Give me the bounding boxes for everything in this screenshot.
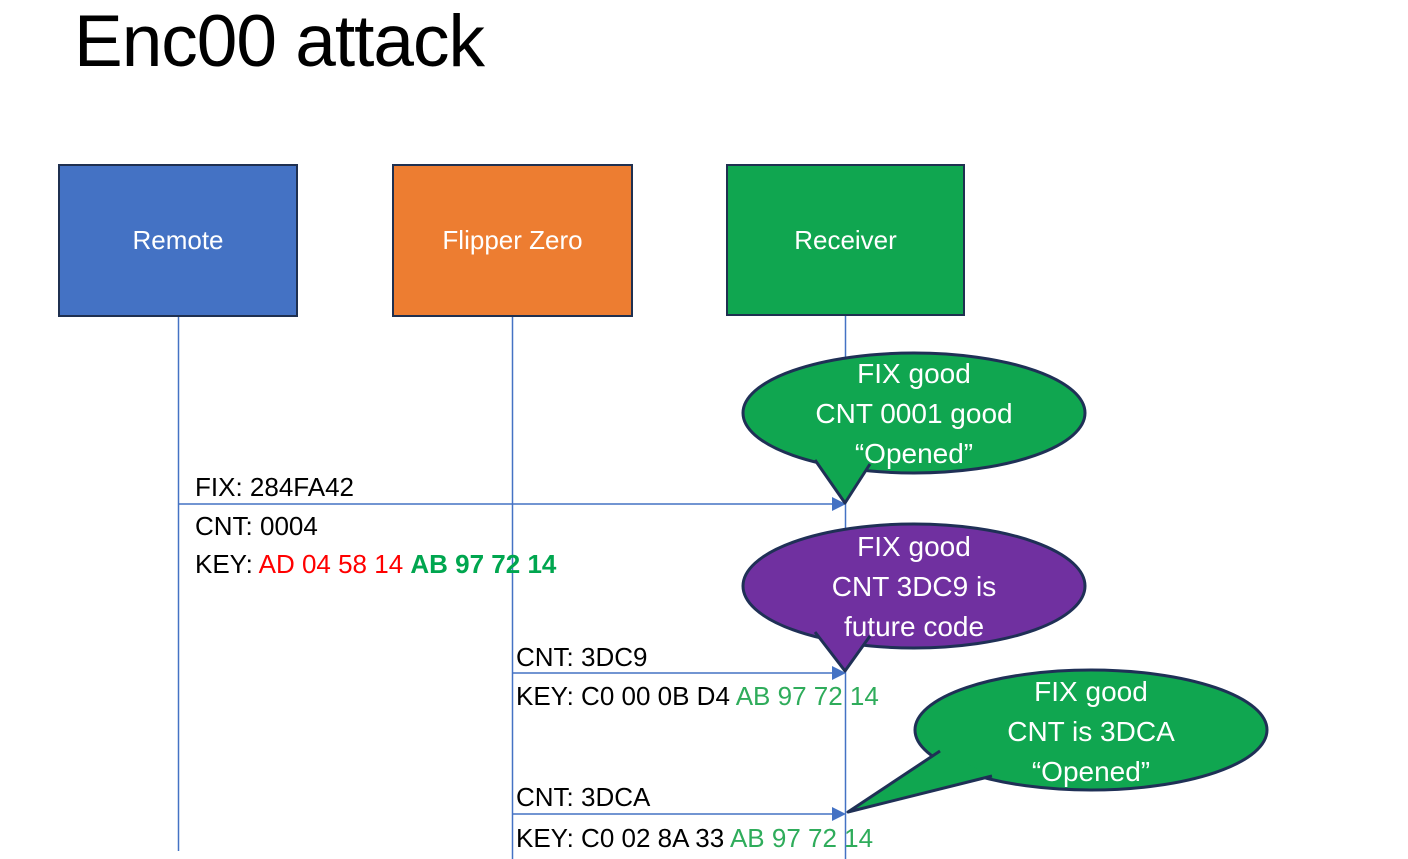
- actor-box-receiver: Receiver: [726, 164, 965, 316]
- message1-key-text: KEY: AD 04 58 14 AB 97 72 14: [195, 549, 556, 579]
- message3-key-fixed-bytes: AB 97 72 14: [729, 823, 874, 853]
- callout3-text: FIX good CNT is 3DCA “Opened”: [915, 672, 1267, 792]
- message1-key-changing-bytes: AD 04 58 14: [258, 549, 411, 579]
- message1-key-fixed-bytes: AB 97 72 14: [410, 549, 557, 579]
- message3-key-label: KEY:: [516, 823, 582, 853]
- callout2-text: FIX good CNT 3DC9 is future code: [743, 527, 1085, 647]
- callout3-line2: CNT is 3DCA: [1007, 716, 1175, 747]
- actor-box-flipper-zero: Flipper Zero: [392, 164, 633, 317]
- callout1-line3: “Opened”: [854, 438, 974, 469]
- callout1-bubble-tail: [813, 459, 872, 505]
- message2-key-label: KEY:: [516, 681, 582, 711]
- message2-cnt-text: CNT: 3DC9: [516, 642, 648, 672]
- callout1-line1: FIX good: [857, 358, 971, 389]
- actor-box-remote: Remote: [58, 164, 298, 317]
- message1-fix-text: FIX: 284FA42: [195, 472, 354, 502]
- actor-label-remote: Remote: [132, 225, 224, 255]
- callout1-line2: CNT 0001 good: [815, 398, 1013, 429]
- message2-key-text: KEY: C0 00 0B D4 AB 97 72 14: [516, 681, 879, 711]
- message1-cnt-text: CNT: 0004: [195, 511, 318, 541]
- callout3-line1: FIX good: [1034, 676, 1148, 707]
- callout3-bubble-tail: [846, 749, 993, 814]
- message2-arrowhead-icon: [832, 666, 846, 680]
- callout2-bubble: [741, 522, 1087, 650]
- actor-label-receiver: Receiver: [794, 224, 897, 255]
- message3-key-text: KEY: C0 02 8A 33 AB 97 72 14: [516, 823, 873, 853]
- callout2-line3: future code: [843, 611, 985, 642]
- message1-arrowhead-icon: [832, 497, 846, 511]
- callout1-bubble: [741, 351, 1087, 475]
- callout2-bubble-tail: [813, 631, 872, 673]
- message3-key-changing-bytes: C0 02 8A 33: [581, 823, 730, 853]
- callout3-line3: “Opened”: [1031, 756, 1151, 787]
- message3-arrowhead-icon: [832, 807, 846, 821]
- callout1-text: FIX good CNT 0001 good “Opened”: [743, 354, 1085, 474]
- callout3-bubble: [913, 668, 1269, 792]
- slide-title: Enc00 attack: [74, 1, 485, 82]
- callout2-line2: CNT 3DC9 is: [831, 571, 997, 602]
- callout2-line1: FIX good: [857, 531, 971, 562]
- message1-key-label: KEY:: [195, 549, 259, 579]
- message2-key-fixed-bytes: AB 97 72 14: [735, 681, 879, 711]
- message2-key-changing-bytes: C0 00 0B D4: [581, 681, 736, 711]
- message3-cnt-text: CNT: 3DCA: [516, 782, 651, 812]
- actor-label-flipper-zero: Flipper Zero: [442, 225, 583, 255]
